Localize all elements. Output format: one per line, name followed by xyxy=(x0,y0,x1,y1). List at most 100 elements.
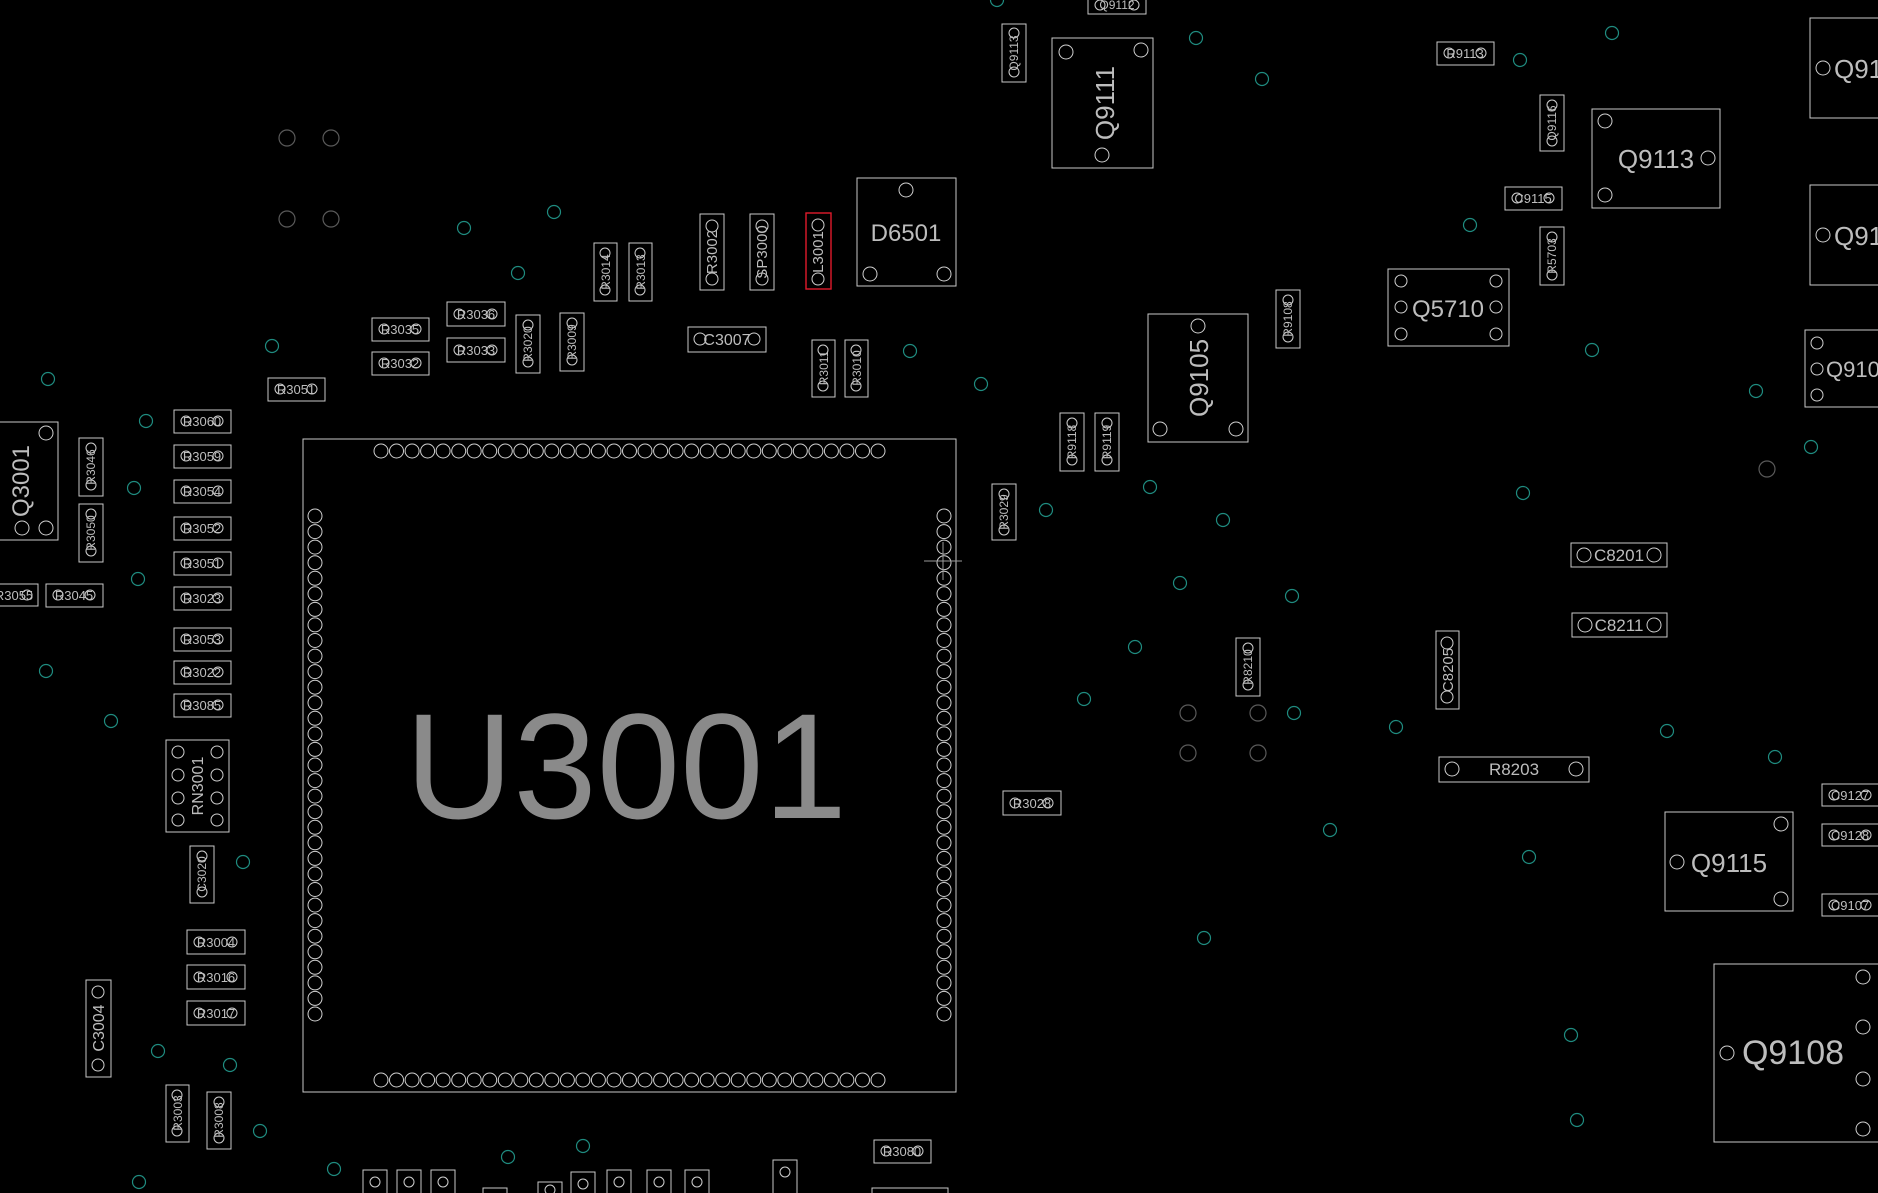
component-r3004[interactable]: R3004 xyxy=(186,929,246,955)
svg-text:R3010: R3010 xyxy=(850,350,864,386)
svg-text:R5703: R5703 xyxy=(1545,238,1559,274)
svg-text:R3085: R3085 xyxy=(183,698,221,713)
component-u3001[interactable]: U3001 xyxy=(302,438,957,1093)
component-c9107[interactable]: C9107 xyxy=(1821,893,1878,917)
component-r3053[interactable]: R3053 xyxy=(173,627,232,652)
component-q9116[interactable]: Q9116 xyxy=(1539,94,1565,152)
component-r9113[interactable]: R9113 xyxy=(1436,41,1495,66)
component-r3051[interactable]: R3051 xyxy=(173,551,232,576)
component-q9113-vertical[interactable]: Q9113 xyxy=(1001,23,1027,83)
svg-text:R9118: R9118 xyxy=(1065,424,1079,459)
component-r3080[interactable]: R3080 xyxy=(873,1139,932,1164)
component-q9108[interactable]: Q9108 xyxy=(1713,963,1878,1143)
component-q91-edge-1[interactable]: Q91 xyxy=(1809,17,1878,119)
component-c8205[interactable]: C8205 xyxy=(1435,630,1460,710)
component-r3032[interactable]: R3032 xyxy=(371,351,430,376)
component-q9115[interactable]: Q9115 xyxy=(1664,811,1794,912)
component-r3011[interactable]: R3011 xyxy=(811,339,836,398)
component-r9119[interactable]: R9119 xyxy=(1094,412,1120,472)
svg-text:R3053: R3053 xyxy=(183,632,221,647)
component-r3022[interactable]: R3022 xyxy=(173,660,232,685)
component-r3010[interactable]: R3010 xyxy=(844,339,869,398)
svg-text:C3007: C3007 xyxy=(703,332,750,349)
component-rn3001[interactable]: RN3001 xyxy=(165,739,230,833)
component-r3023[interactable]: R3023 xyxy=(173,586,232,611)
component-sp3000[interactable]: SP3000 xyxy=(749,213,775,291)
component-r3054[interactable]: R3054 xyxy=(173,479,232,504)
svg-text:C3004: C3004 xyxy=(91,1004,108,1051)
component-q3001[interactable]: Q3001 xyxy=(0,421,59,541)
component-r3013[interactable]: R3013 xyxy=(628,242,653,302)
component-r3008[interactable]: R3008 xyxy=(206,1091,232,1150)
component-c3007[interactable]: C3007 xyxy=(687,326,767,353)
component-c8201[interactable]: C8201 xyxy=(1570,542,1668,568)
u3001-pins-bottom xyxy=(373,1072,886,1088)
svg-text:Q5710: Q5710 xyxy=(1412,296,1484,323)
svg-text:R3014: R3014 xyxy=(599,254,613,290)
component-r3020[interactable]: R3020 xyxy=(515,314,541,374)
component-q9112[interactable]: Q9112 xyxy=(1087,0,1147,15)
component-c3004[interactable]: C3004 xyxy=(85,979,112,1078)
component-r3050[interactable]: R3050 xyxy=(78,503,104,563)
component-c9115[interactable]: C9115 xyxy=(1504,186,1563,211)
component-r3036[interactable]: R3036 xyxy=(446,301,506,327)
component-r3045[interactable]: R3045 xyxy=(45,583,104,608)
component-r3046[interactable]: R3046 xyxy=(78,437,104,497)
component-r9118[interactable]: R9118 xyxy=(1059,412,1085,472)
svg-text:R3052: R3052 xyxy=(183,521,221,536)
component-q9113[interactable]: Q9113 xyxy=(1591,108,1721,209)
component-r3016[interactable]: R3016 xyxy=(186,964,246,990)
component-r3085[interactable]: R3085 xyxy=(173,693,232,718)
component-r3009[interactable]: R3009 xyxy=(559,312,585,372)
component-r9108[interactable]: R9108 xyxy=(1275,289,1301,349)
svg-text:C9128: C9128 xyxy=(1831,828,1869,843)
component-q91-edge-2[interactable]: Q91 xyxy=(1809,184,1878,286)
svg-text:R3020: R3020 xyxy=(521,326,535,362)
component-r3059[interactable]: R3059 xyxy=(173,444,232,469)
component-r3052[interactable]: R3052 xyxy=(173,516,232,541)
svg-text:R3045: R3045 xyxy=(55,588,93,603)
component-c8211[interactable]: C8211 xyxy=(1571,612,1668,638)
svg-text:R9119: R9119 xyxy=(1100,424,1114,459)
component-d6501[interactable]: D6501 xyxy=(856,177,957,287)
svg-text:Q9113: Q9113 xyxy=(1007,35,1021,70)
bottom-edge-partial-parts xyxy=(362,1159,949,1193)
component-q9102[interactable]: Q9102 xyxy=(1804,329,1878,408)
component-r3028[interactable]: R3028 xyxy=(1002,790,1062,816)
svg-text:R3016: R3016 xyxy=(197,970,235,985)
svg-text:R3008: R3008 xyxy=(212,1102,226,1138)
svg-text:R3023: R3023 xyxy=(183,591,221,606)
component-r5703[interactable]: R5703 xyxy=(1539,226,1565,286)
component-r8210[interactable]: R8210 xyxy=(1235,637,1261,697)
u3001-pins-right xyxy=(936,508,952,1022)
component-q9105[interactable]: Q9105 xyxy=(1147,313,1249,443)
svg-text:C3020: C3020 xyxy=(195,856,209,892)
svg-text:Q3001: Q3001 xyxy=(8,445,35,517)
svg-text:C8201: C8201 xyxy=(1594,546,1644,565)
svg-text:Q91: Q91 xyxy=(1834,221,1878,251)
component-r3014[interactable]: R3014 xyxy=(593,242,618,302)
component-c9127[interactable]: C9127 xyxy=(1821,783,1878,807)
component-r3002[interactable]: R3002 xyxy=(699,213,725,291)
component-r3051-top[interactable]: R3051 xyxy=(267,377,326,402)
component-r3029[interactable]: R3029 xyxy=(991,483,1017,541)
component-q9111[interactable]: Q9111 xyxy=(1051,37,1154,169)
component-r8203[interactable]: R8203 xyxy=(1438,756,1590,783)
component-r3060[interactable]: R3060 xyxy=(173,409,232,434)
component-l3001-highlighted[interactable]: L3001 xyxy=(805,212,832,290)
component-q5710[interactable]: Q5710 xyxy=(1387,268,1510,347)
svg-text:R3036: R3036 xyxy=(457,307,495,322)
svg-text:R3080: R3080 xyxy=(883,1144,921,1159)
component-c9128[interactable]: C9128 xyxy=(1821,823,1878,847)
svg-text:Q91: Q91 xyxy=(1834,54,1878,84)
component-c3020[interactable]: C3020 xyxy=(189,845,215,904)
svg-text:Q9113: Q9113 xyxy=(1618,144,1694,174)
component-r3033[interactable]: R3033 xyxy=(446,337,506,363)
component-r3017[interactable]: R3017 xyxy=(186,1000,246,1026)
component-r3035[interactable]: R3035 xyxy=(371,317,430,342)
component-r3055[interactable]: R3055 xyxy=(0,583,39,607)
svg-text:R3002: R3002 xyxy=(704,230,721,274)
component-r3003[interactable]: R3003 xyxy=(165,1084,190,1143)
svg-text:C9115: C9115 xyxy=(1514,191,1551,206)
